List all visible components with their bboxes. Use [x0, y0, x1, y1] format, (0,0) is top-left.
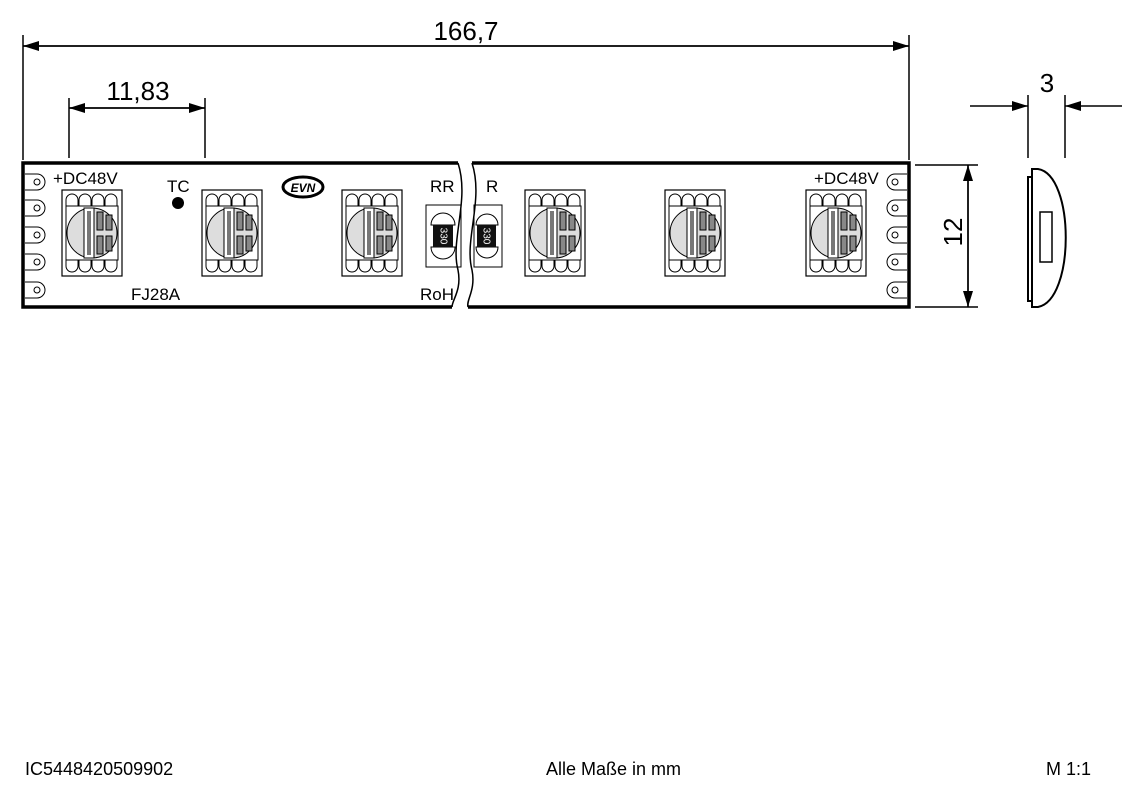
rohs-label: RoH	[420, 285, 454, 304]
solder-pad	[886, 199, 907, 217]
rgb-led	[61, 189, 123, 277]
solder-pad	[25, 173, 46, 191]
rgb-led	[201, 189, 263, 277]
solder-pad	[25, 199, 46, 217]
rgb-led	[664, 189, 726, 277]
solder-pad	[886, 173, 907, 191]
solder-pad	[886, 281, 907, 299]
evn-logo: EVN	[281, 175, 325, 199]
units-note: Alle Maße in mm	[546, 759, 682, 779]
article-number: IC5448420509902	[25, 759, 174, 779]
svg-text:EVN: EVN	[291, 181, 316, 195]
led-strip	[21, 161, 911, 309]
resistor-value: 330	[437, 228, 448, 245]
rgb-led	[524, 189, 586, 277]
solder-pad	[25, 281, 46, 299]
solder-pad	[886, 226, 907, 244]
voltage-label-right: +DC48V	[814, 169, 879, 188]
height-dimension	[970, 95, 1122, 158]
resistor-value: 330	[480, 228, 491, 245]
pitch-label: 11,83	[106, 76, 169, 106]
rr-label-right: R	[486, 177, 498, 196]
tc-label: TC	[167, 177, 190, 196]
length-dimension	[22, 35, 910, 160]
rr-label-left: RR	[430, 177, 455, 196]
voltage-label-left: +DC48V	[53, 169, 118, 188]
tc-point	[172, 197, 184, 209]
solder-pad	[25, 226, 46, 244]
length-label: 166,7	[433, 16, 498, 46]
pitch-dimension	[68, 98, 206, 158]
width-label: 12	[938, 218, 968, 247]
width-dimension	[915, 164, 978, 308]
strip-profile	[1027, 168, 1067, 308]
model-label: FJ28A	[131, 285, 181, 304]
solder-pad	[25, 253, 46, 271]
rgb-led	[805, 189, 867, 277]
solder-pad	[886, 253, 907, 271]
resistor-right: 330	[473, 204, 503, 268]
scale-label: M 1:1	[1046, 759, 1092, 779]
height-label: 3	[1040, 68, 1054, 98]
resistor-left: 330	[425, 204, 462, 268]
rgb-led	[341, 189, 403, 277]
